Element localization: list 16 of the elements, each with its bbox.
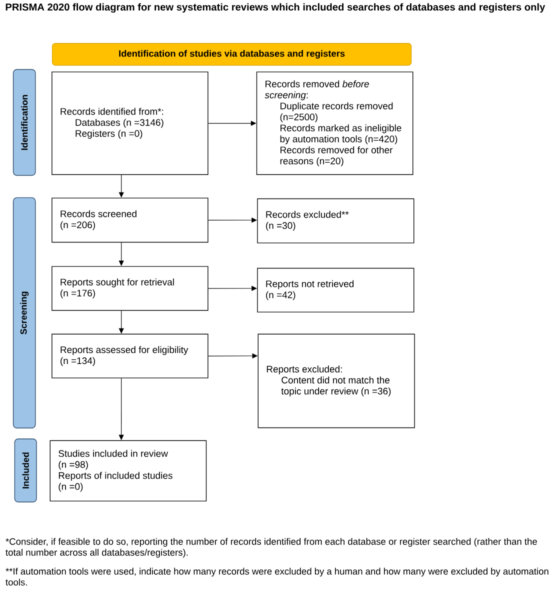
title: PRISMA 2020 flow diagram for new systematic reviews which included searches of databases and registers only xyxy=(6,3,546,13)
footnote: *Consider, if feasible to do so, reporting the number of records identified from each database or register searched (rather than the total number across all databases/registers). xyxy=(6,538,537,558)
process-box: Reports sought for retrieval (n =176) xyxy=(52,266,208,311)
process-box: Reports assessed for eligibility (n =134) xyxy=(52,334,208,378)
process-box: Reports not retrieved (n =42) xyxy=(257,268,414,312)
stage-label-bar: Identification xyxy=(12,69,36,176)
stage-label-bar: Screening xyxy=(12,197,36,428)
process-box: Records identified from*: Databases (n =3146) Registers (n =0) xyxy=(52,72,208,175)
header-band: Identification of studies via databases and registers xyxy=(52,43,412,66)
stage-label-bar: Included xyxy=(14,438,37,502)
process-box: Records screened (n =206) xyxy=(52,198,208,243)
process-box: Records removed before screening: Duplicate records removed (n=2500) Records marked as ineligible by automation tools (n=420) Records removed for other reasons (n=20) xyxy=(256,72,414,175)
process-box: Studies included in review (n =98) Reports of included studies (n =0) xyxy=(50,440,207,502)
process-box: Reports excluded: Content did not match the topic under review (n =36) xyxy=(258,334,415,428)
footnote: **If automation tools were used, indicate how many records were excluded by a human and how many were excluded by automation tools. xyxy=(6,568,548,586)
process-box: Records excluded** (n =30) xyxy=(257,198,414,244)
